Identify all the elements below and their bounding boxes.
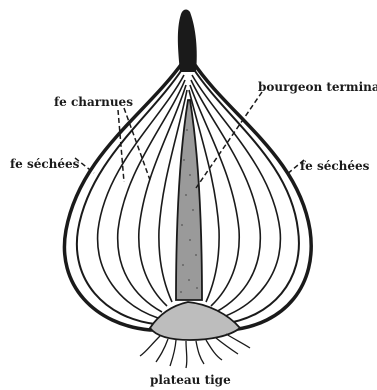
label-fe-sechees-left: fe séchées [10, 157, 80, 171]
label-plateau-tige: plateau tige [150, 373, 231, 387]
dried-neck [178, 10, 197, 72]
label-fe-charnues: fe charnues [54, 95, 133, 109]
label-bourgeon-terminal: bourgeon terminal [258, 80, 377, 94]
label-fe-sechees-right: fe séchées [300, 159, 370, 173]
